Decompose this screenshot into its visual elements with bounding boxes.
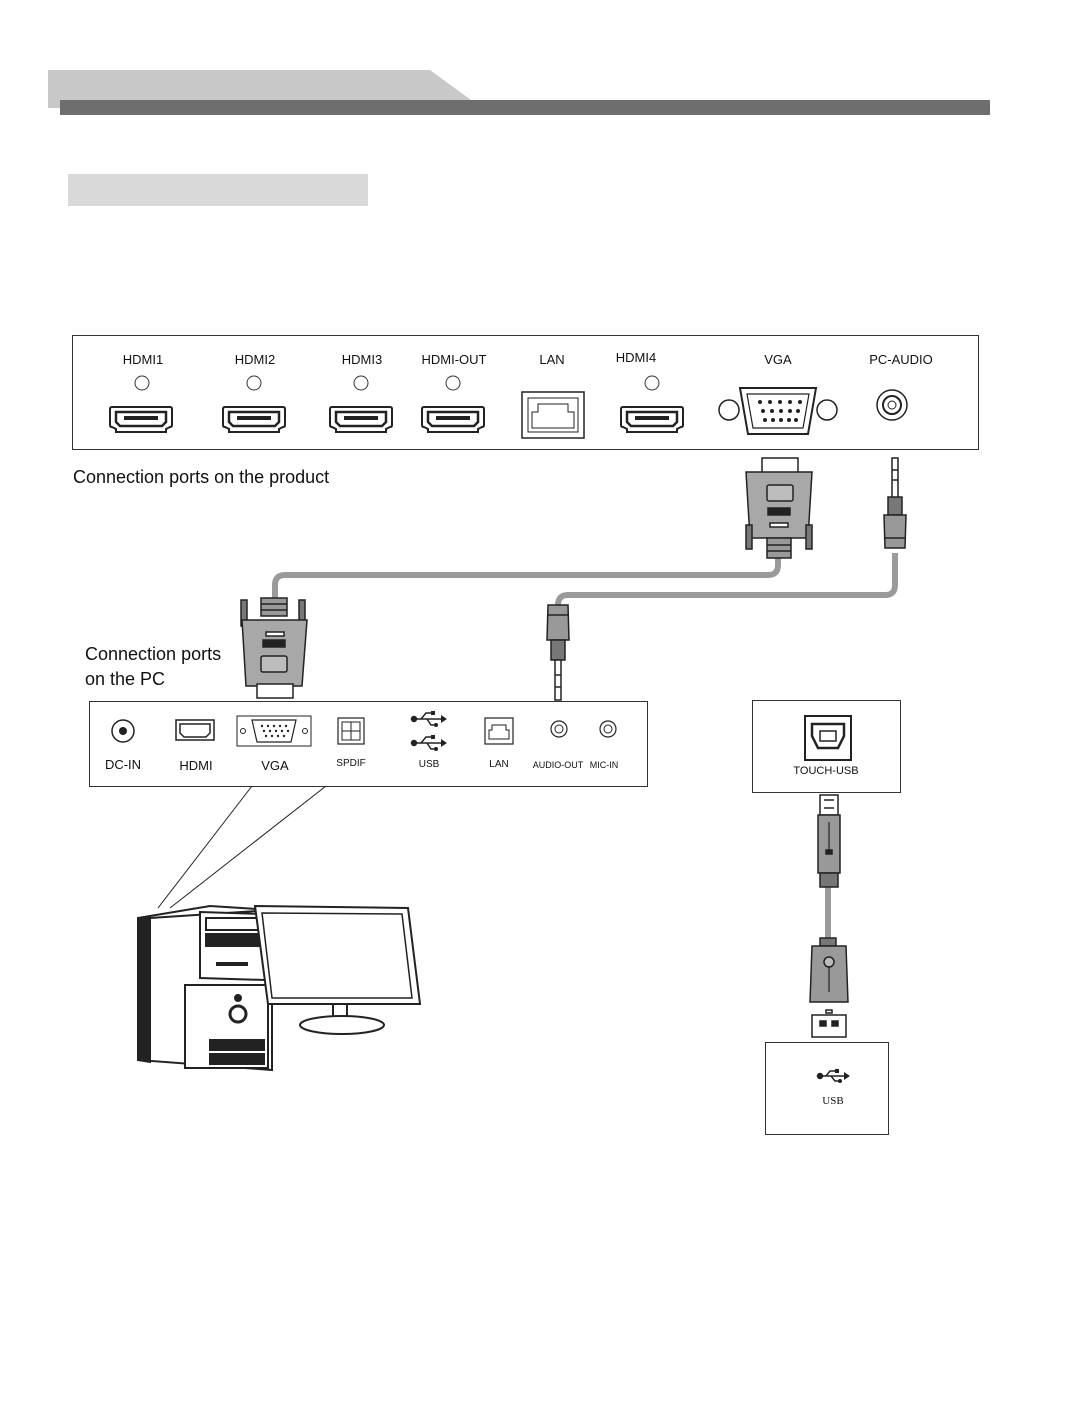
callout-line-right	[170, 786, 326, 908]
pc-lan-port-icon	[485, 718, 513, 744]
usb-symbol-icon	[818, 1069, 851, 1083]
usb-port-icon	[412, 711, 448, 751]
audio-plug-icon	[884, 458, 906, 548]
hdmi1-port-icon	[110, 407, 172, 432]
hdmi-out-led-icon	[446, 376, 460, 390]
pc-vga-port-icon	[237, 716, 311, 746]
hdmi4-port-icon	[621, 407, 683, 432]
hdmi-out-port-icon	[422, 407, 484, 432]
lan-port-icon	[522, 392, 584, 438]
pc-audio-port-icon	[877, 390, 907, 420]
usb-b-plug-icon	[818, 795, 840, 887]
usb-a-plug-icon	[810, 938, 848, 1037]
pc-hdmi-port-icon	[176, 720, 214, 740]
hdmi3-port-icon	[330, 407, 392, 432]
audio-cable	[558, 553, 895, 612]
vga-plug-icon	[746, 458, 812, 558]
mic-in-port-icon	[600, 721, 616, 737]
hdmi2-led-icon	[247, 376, 261, 390]
dc-in-port-icon	[112, 720, 134, 742]
pc-vga-plug-icon	[241, 598, 307, 698]
callout-line-left	[158, 786, 252, 908]
usb-b-port-icon	[805, 716, 851, 760]
hdmi2-port-icon	[223, 407, 285, 432]
monitor-icon	[255, 906, 420, 1034]
vga-port-icon	[719, 388, 837, 434]
pc-audio-plug-icon	[547, 605, 569, 700]
hdmi4-led-icon	[645, 376, 659, 390]
hdmi1-led-icon	[135, 376, 149, 390]
pc-tower-icon	[138, 906, 272, 1070]
hdmi3-led-icon	[354, 376, 368, 390]
spdif-port-icon	[338, 718, 364, 744]
audio-out-port-icon	[551, 721, 567, 737]
